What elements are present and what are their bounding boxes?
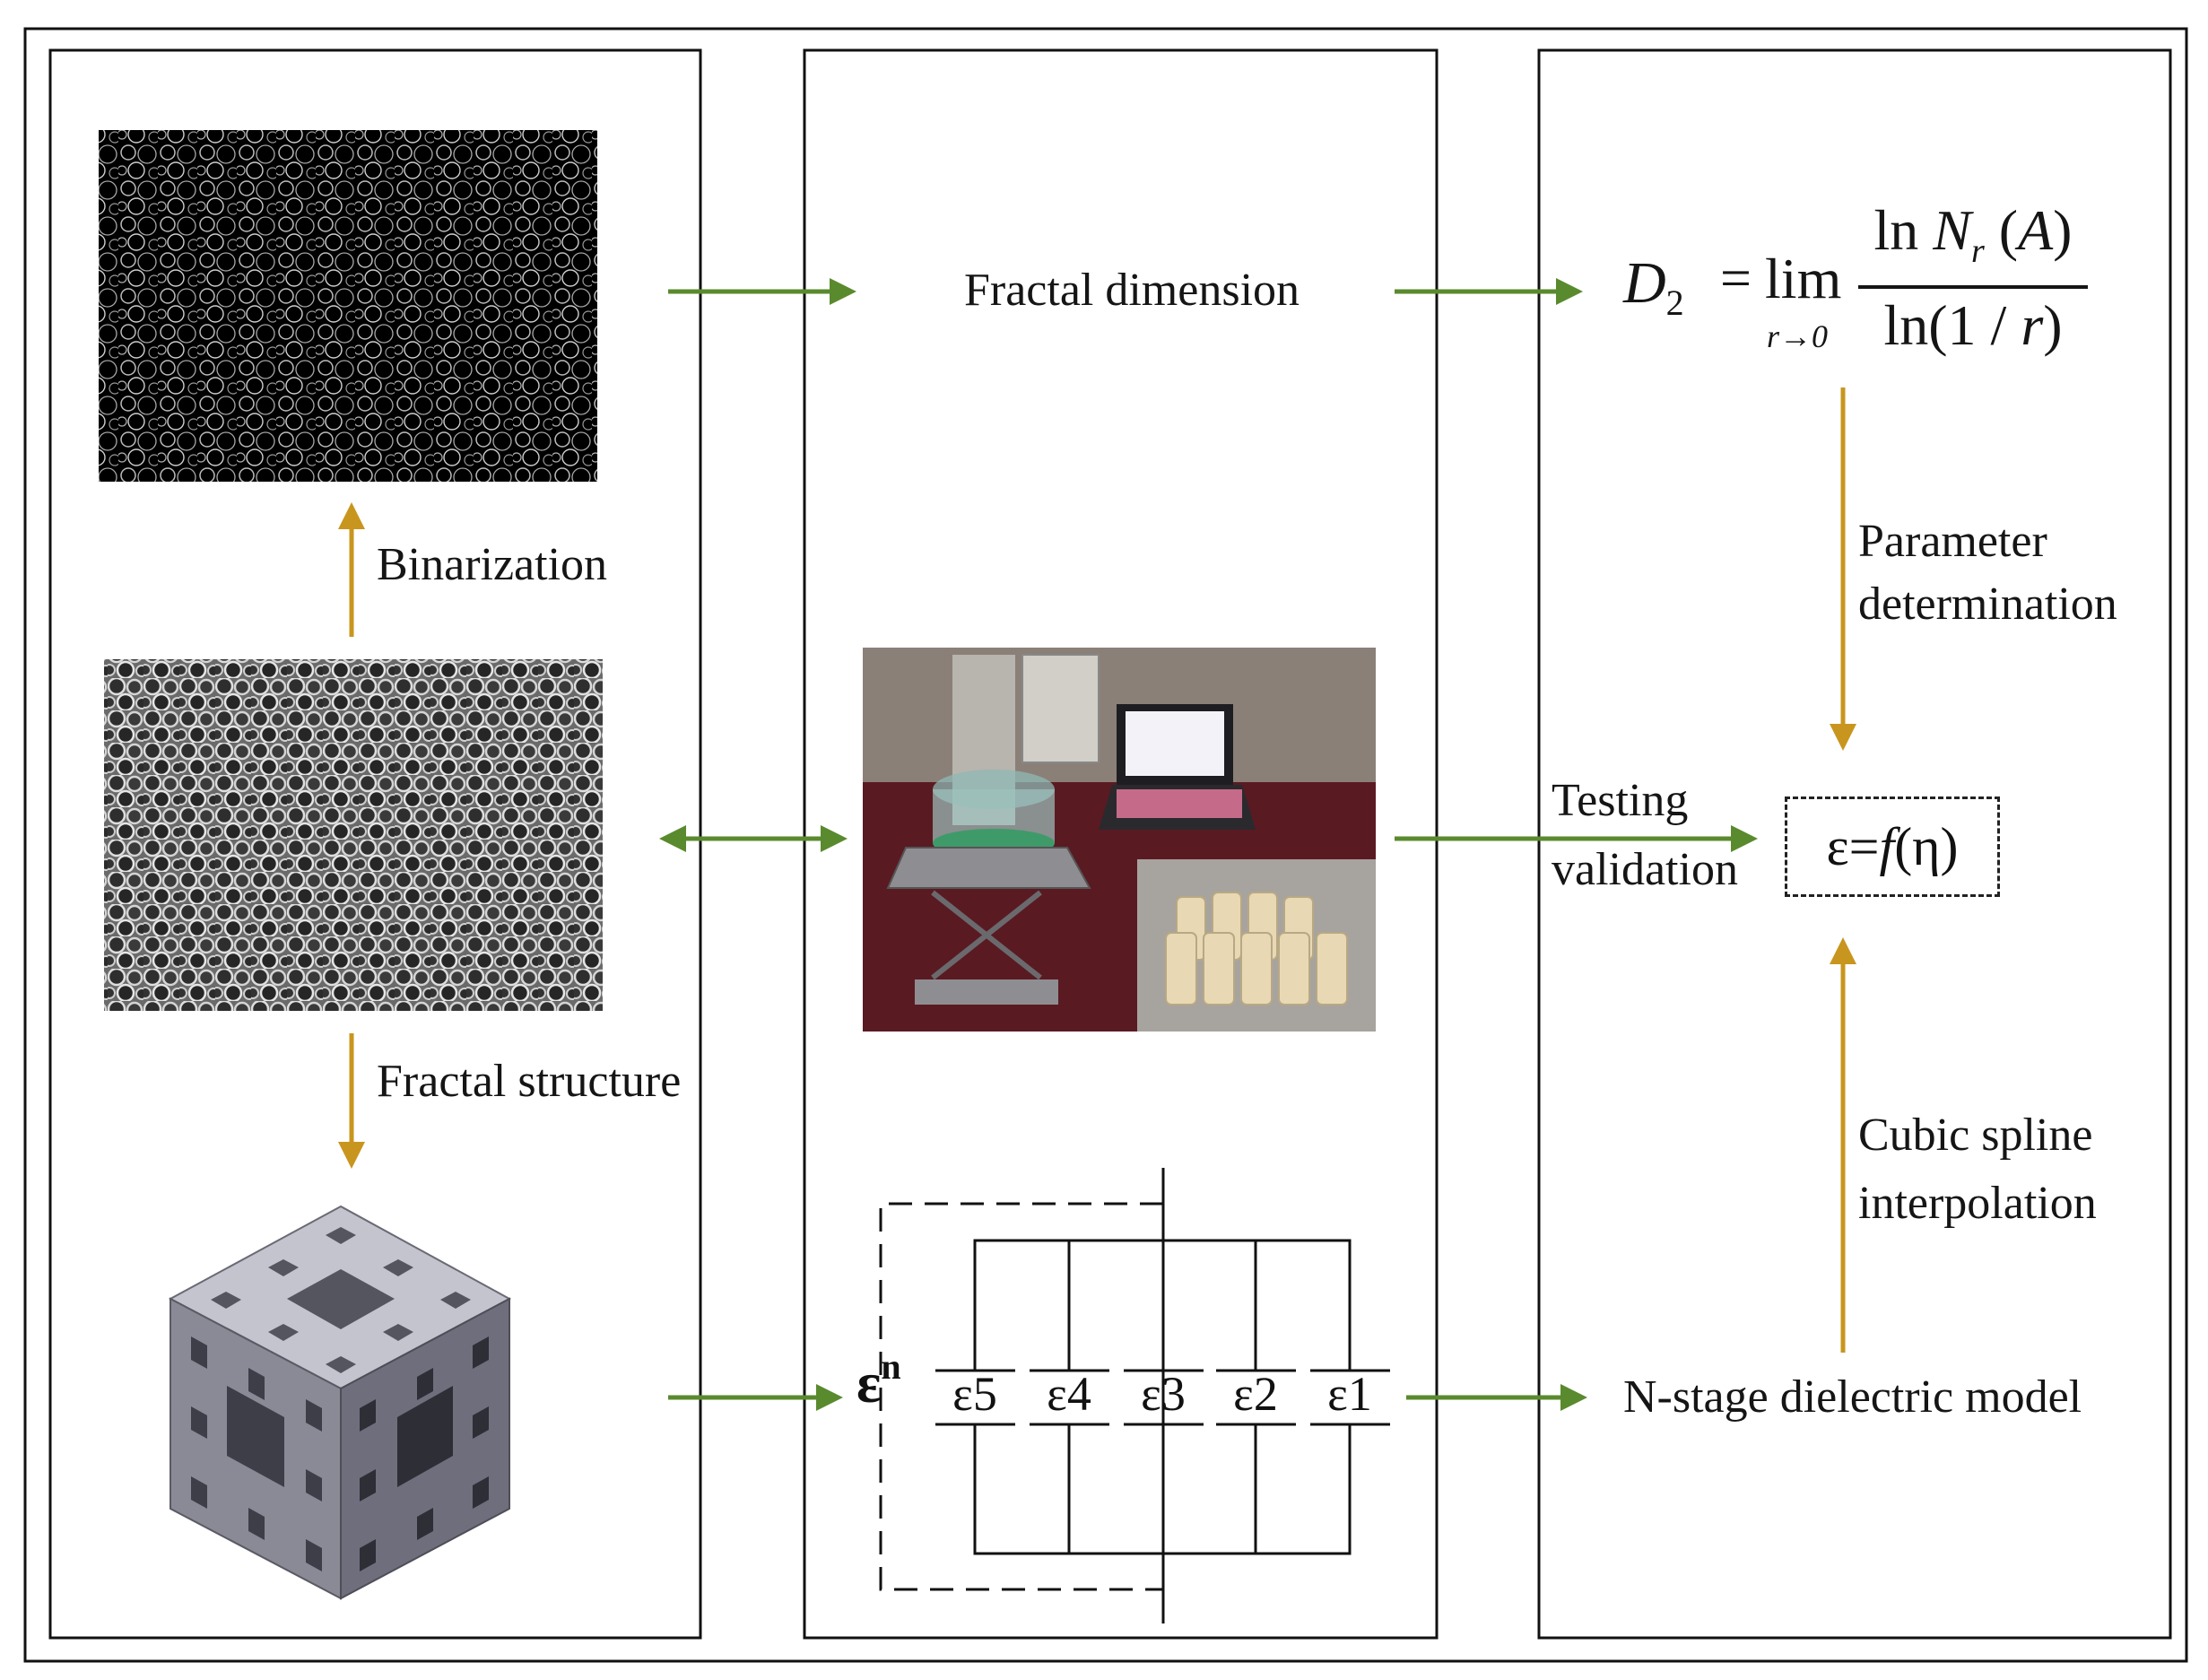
outer-frame xyxy=(23,27,2188,1663)
sem-foam-image xyxy=(104,659,603,1011)
right-panel xyxy=(1537,48,2172,1640)
epsilon-n-label: εn xyxy=(856,1346,901,1415)
epsilon-1-label: ε1 xyxy=(1327,1367,1372,1421)
binarized-foam-image xyxy=(99,130,597,482)
formula-denominator: ln(1 / r) xyxy=(1883,293,2063,357)
formula-lim: lim xyxy=(1765,247,1842,310)
experiment-setup-photo xyxy=(863,648,1376,1032)
label-determination: determination xyxy=(1858,579,2117,630)
label-fractal-structure: Fractal structure xyxy=(377,1056,682,1107)
label-testing: Testing xyxy=(1552,775,1689,826)
epsilon-4-label: ε4 xyxy=(1047,1367,1091,1421)
green-arrows xyxy=(659,278,1758,1411)
formula-equals: = xyxy=(1720,248,1752,309)
label-parameter: Parameter xyxy=(1858,516,2047,567)
epsilon-5-label: ε5 xyxy=(952,1367,997,1421)
label-n-stage-model: N-stage dielectric model xyxy=(1623,1371,2082,1423)
epsilon-3-label: ε3 xyxy=(1141,1367,1186,1421)
fractal-dimension-formula: D2 = lim r→0 ln Nr (A) ln(1 / r) xyxy=(1623,197,2090,377)
label-binarization: Binarization xyxy=(377,539,608,590)
formula-lhs: D2 xyxy=(1623,250,1684,323)
label-fractal-dimension: Fractal dimension xyxy=(963,265,1300,316)
dielectric-circuit xyxy=(879,1168,1390,1623)
menger-sponge-cube xyxy=(168,1205,512,1600)
gold-arrows xyxy=(338,387,1856,1353)
label-cubic-spline: Cubic spline xyxy=(1858,1110,2093,1161)
label-validation: validation xyxy=(1552,844,1738,895)
label-interpolation: interpolation xyxy=(1858,1178,2097,1229)
formula-lim-sub: r→0 xyxy=(1767,318,1829,354)
formula-numerator: ln Nr (A) xyxy=(1873,198,2073,270)
epsilon-2-label: ε2 xyxy=(1233,1367,1278,1421)
dielectric-function-box: ε=f (η) xyxy=(1785,796,2000,897)
formula-fraction-bar xyxy=(1858,285,2088,289)
